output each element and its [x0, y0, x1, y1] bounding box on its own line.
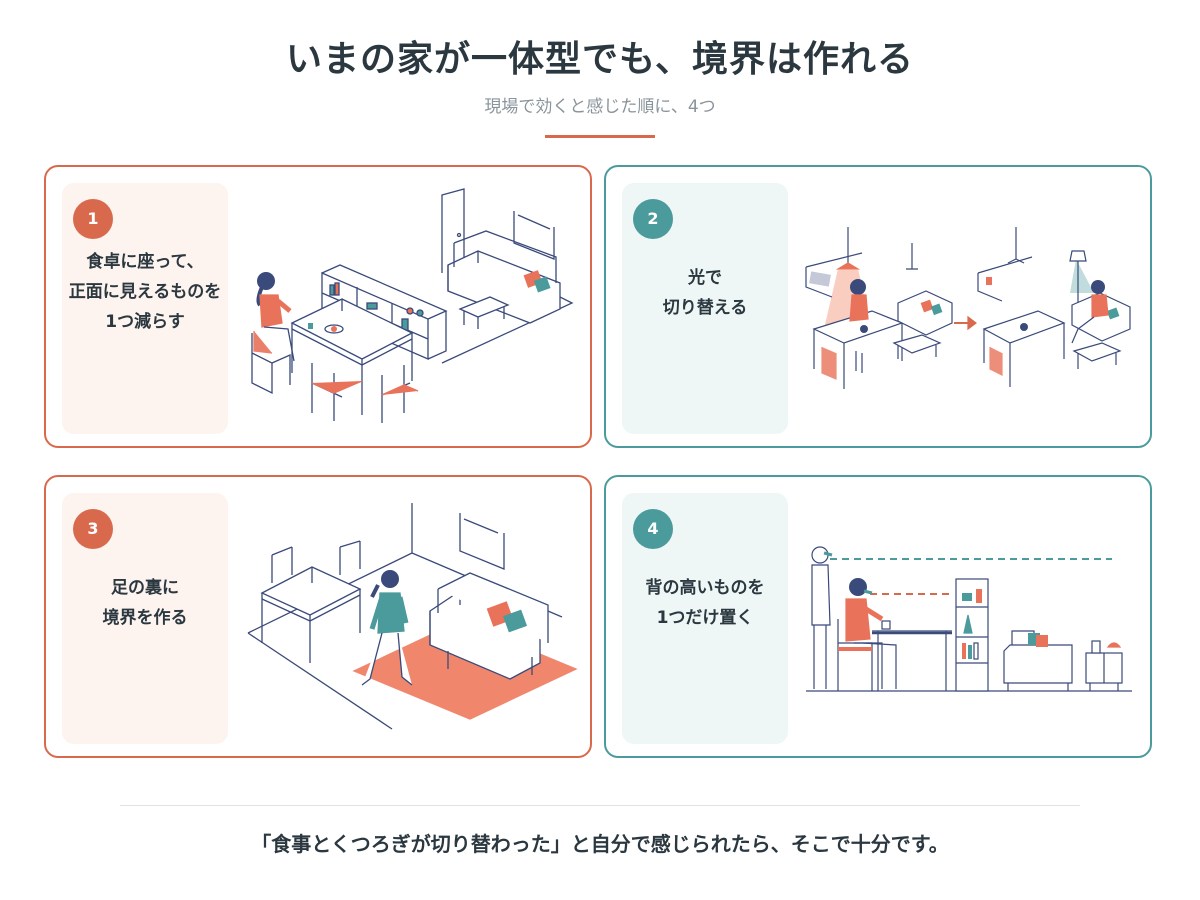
page-subtitle: 現場で効くと感じた順に、4つ: [484, 97, 716, 117]
tip-label-line: 食卓に座って、: [86, 252, 204, 272]
rug-boundary-illustration: [247, 503, 578, 730]
tip-card-4: 4 背の高いものを 1つだけ置く: [604, 475, 1152, 758]
tip-label-line: 光で: [688, 268, 722, 288]
tip-card-3: 3 足の裏に 境界を作る: [44, 475, 592, 758]
tip-label-line: 境界を作る: [102, 608, 188, 628]
tip-card-2: 2 光で 切り替える: [604, 165, 1152, 448]
title-underline: [545, 135, 655, 138]
tip-card-1-text-panel: 1 食卓に座って、 正面に見えるものを 1つ減らす: [62, 183, 228, 434]
tip-card-1: 1 食卓に座って、 正面に見えるものを 1つ減らす: [44, 165, 592, 448]
tip-label-line: 1つ減らす: [105, 312, 185, 332]
tip-label-line: 1つだけ置く: [656, 608, 754, 628]
tip-label-line: 背の高いものを: [645, 578, 765, 598]
tip-number-badge: 1: [73, 199, 113, 239]
footer-divider: [120, 805, 1080, 806]
page-title: いまの家が一体型でも、境界は作れる: [286, 39, 914, 80]
tip-label-line: 正面に見えるものを: [68, 282, 222, 302]
tip-number-badge: 4: [633, 509, 673, 549]
tip-label-line: 切り替える: [662, 298, 748, 318]
tip-number-badge: 2: [633, 199, 673, 239]
tip-card-4-text-panel: 4 背の高いものを 1つだけ置く: [622, 493, 788, 744]
tip-label-line: 足の裏に: [111, 578, 179, 598]
tip-card-3-text-panel: 3 足の裏に 境界を作る: [62, 493, 228, 744]
tall-furniture-illustration: [806, 546, 1132, 692]
tip-card-2-text-panel: 2 光で 切り替える: [622, 183, 788, 434]
tip-number-badge: 3: [73, 509, 113, 549]
dining-table-illustration: [251, 188, 574, 423]
footer-note: 「食事とくつろぎが切り替わった」と自分で感じられたら、そこで十分です。: [251, 832, 949, 856]
lighting-switch-illustration: [805, 227, 1131, 389]
